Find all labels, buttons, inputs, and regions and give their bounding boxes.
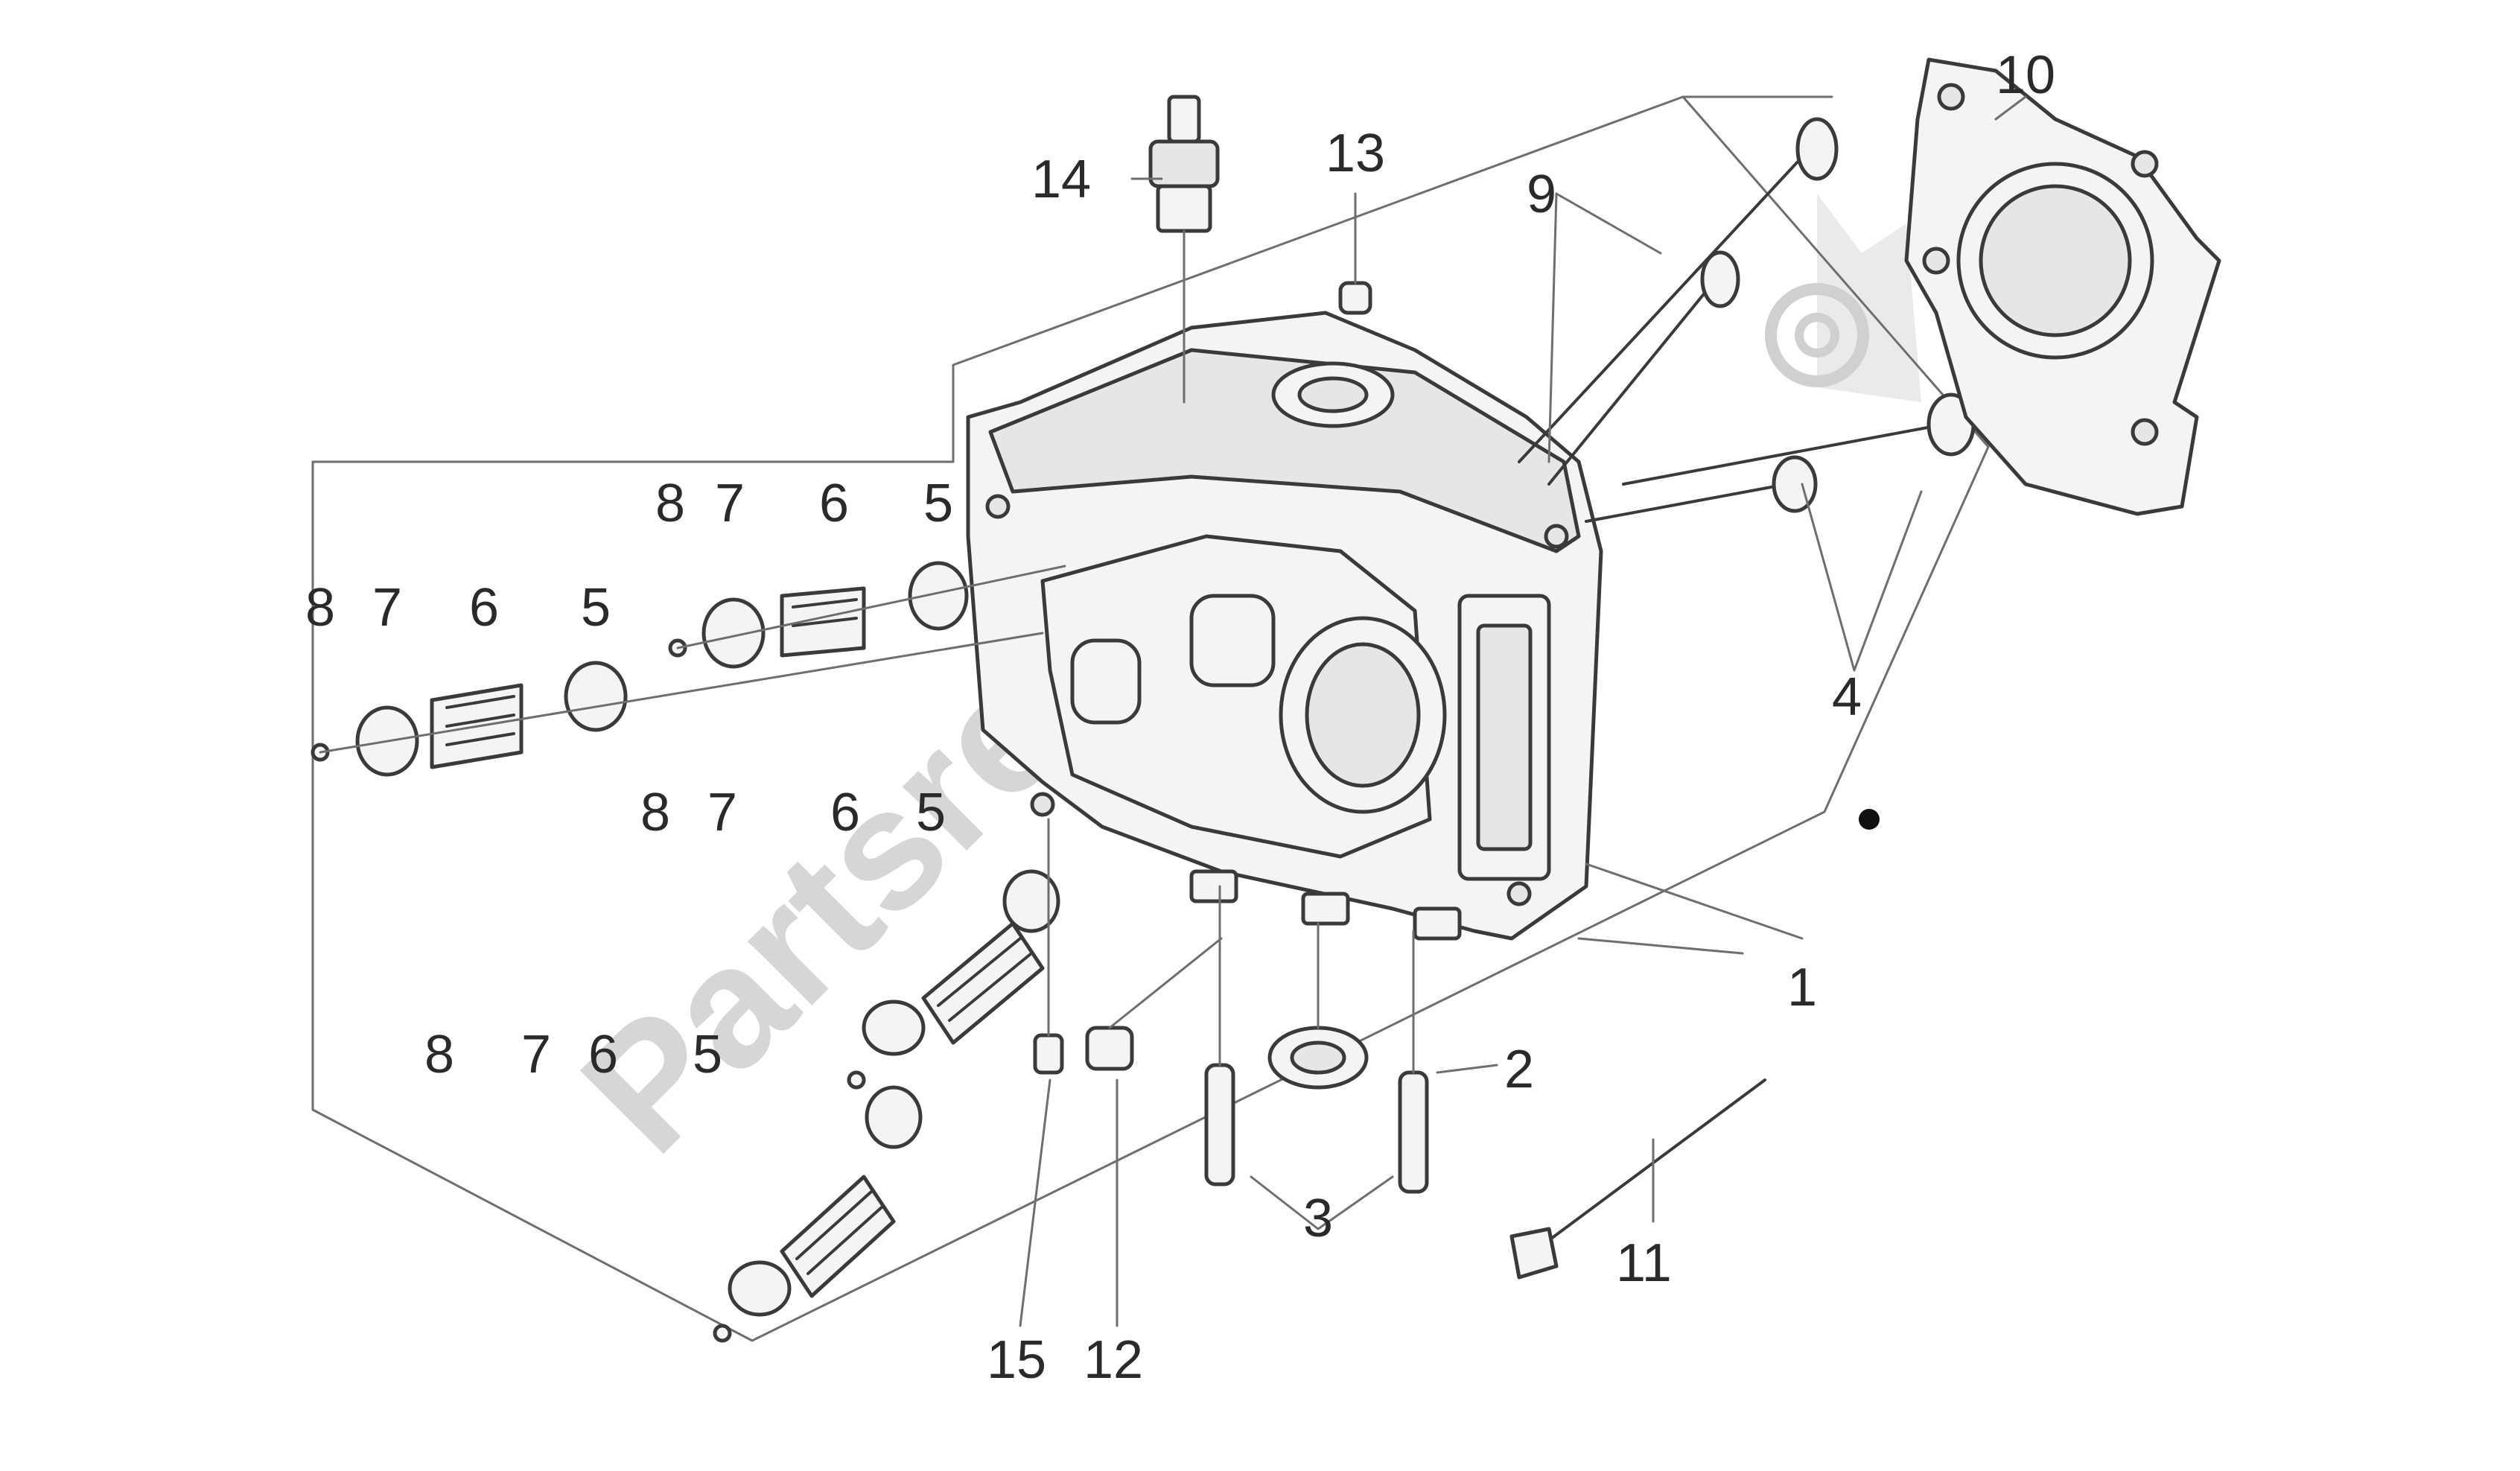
callout-5-c: 5 (916, 783, 946, 842)
callout-8-d: 8 (424, 1025, 454, 1084)
valve-train-lower (713, 1085, 923, 1343)
callout-13: 13 (1326, 124, 1385, 183)
callout-12: 12 (1084, 1330, 1143, 1390)
callout-9: 9 (1527, 165, 1556, 224)
callout-2: 2 (1504, 1040, 1534, 1099)
callout-14: 14 (1031, 150, 1091, 209)
callout-1: 1 (1787, 958, 1817, 1017)
callout-7-b: 7 (715, 474, 745, 533)
callout-5-a: 5 (581, 578, 611, 638)
washer (1267, 922, 1369, 1090)
valve-train-upper-left (311, 632, 1044, 777)
spark-plug (1148, 95, 1220, 404)
callout-5-d: 5 (693, 1025, 722, 1084)
head-gasket (1904, 57, 2221, 516)
dowel-pins (1204, 885, 1429, 1194)
valves (1518, 117, 1976, 523)
callout-6-d: 6 (588, 1025, 618, 1084)
cylinder-head (966, 311, 1603, 941)
valve-train-upper-right (668, 561, 1066, 669)
callout-7-d: 7 (521, 1025, 551, 1084)
callout-7-a: 7 (372, 578, 402, 638)
callout-labels: 1 2 3 4 5 5 5 5 6 6 6 6 7 7 7 7 8 8 8 8 … (305, 45, 2055, 1390)
callout-8-b: 8 (655, 474, 685, 533)
callout-11: 11 (1616, 1233, 1672, 1293)
callout-5-b: 5 (923, 474, 953, 533)
leader-lines (1019, 95, 2027, 1327)
callout-6-a: 6 (469, 578, 499, 638)
watermark-gear-icon (1765, 194, 1921, 402)
plug-13 (1338, 192, 1372, 315)
callout-7-c: 7 (707, 783, 737, 842)
assembly-outline (311, 95, 1990, 1342)
callout-6-b: 6 (819, 474, 849, 533)
valve-train-middle (847, 869, 1060, 1090)
callout-10: 10 (1996, 45, 2055, 105)
bolt (1509, 1078, 1766, 1280)
plug-12 (1085, 937, 1223, 1071)
pin-15 (1033, 818, 1064, 1075)
callout-8-a: 8 (305, 578, 335, 638)
callout-8-c: 8 (640, 783, 670, 842)
callout-3: 3 (1303, 1189, 1333, 1248)
callout-15: 15 (987, 1330, 1046, 1390)
callout-4: 4 (1832, 667, 1862, 727)
callout-6-c: 6 (830, 783, 860, 842)
